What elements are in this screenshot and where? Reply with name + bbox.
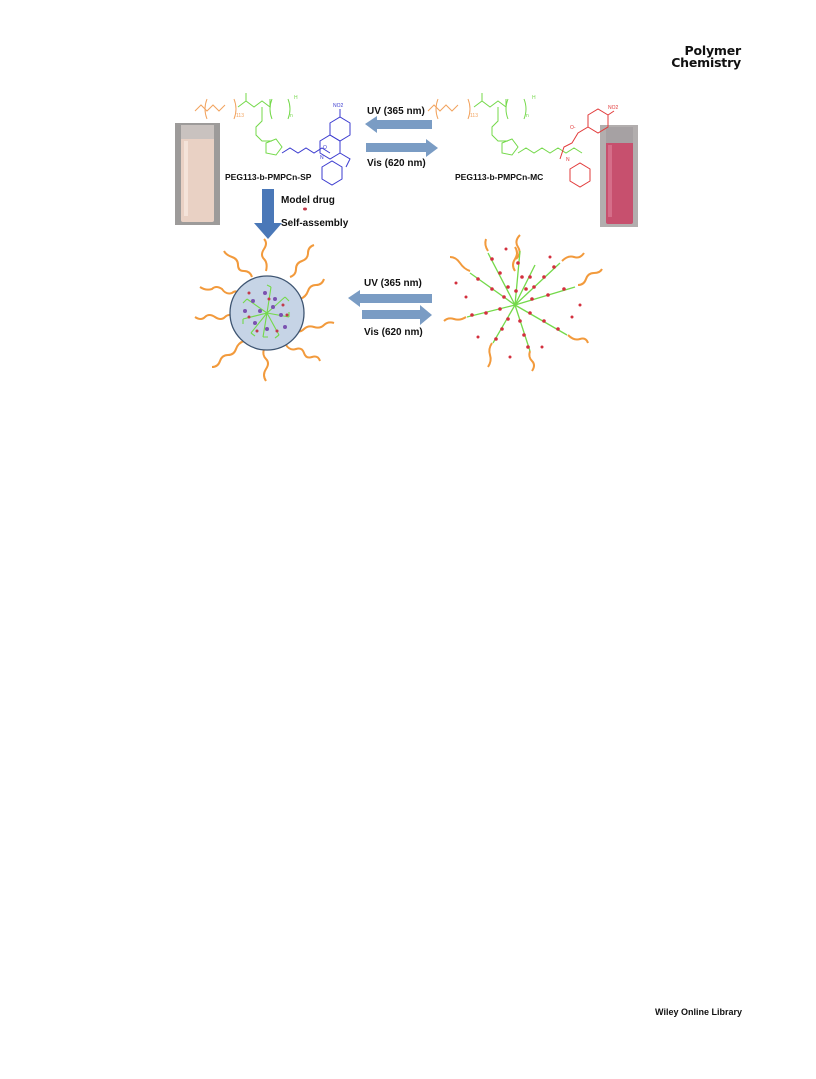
journal-name-line1: Polymer xyxy=(684,43,742,58)
peg-subscript: 113 xyxy=(236,113,244,119)
left-cuvette-photo xyxy=(175,123,220,225)
sp-h-label: H xyxy=(294,95,298,101)
sp-polymer-label: PEG113-b-PMPCn-SP xyxy=(225,172,312,182)
mc-n-label: N xyxy=(566,157,570,163)
top-left-arrow xyxy=(365,116,432,133)
sp-structure: 113 n NO2 O N H xyxy=(194,93,351,186)
sp-o-label: O xyxy=(323,145,327,151)
top-uv-label: UV (365 nm) xyxy=(367,106,425,117)
self-assembly-arrow: Model drug Self-assembly xyxy=(254,189,349,239)
sp-n-label: N xyxy=(320,155,324,161)
top-right-arrow xyxy=(366,139,438,157)
backbone-subscript-n-right: n xyxy=(526,113,529,119)
mc-no2-label: NO2 xyxy=(608,105,619,111)
mc-ominus-label: O- xyxy=(570,125,576,131)
journal-name: Polymer Chemistry xyxy=(671,43,742,70)
disassembled-polymers-diagram xyxy=(443,234,603,372)
micelle-diagram xyxy=(194,238,335,382)
top-vis-label: Vis (620 nm) xyxy=(367,158,426,169)
bottom-equilibrium-arrows: UV (365 nm) Vis (620 nm) xyxy=(348,278,432,338)
figure-canvas: 113 n NO2 O N H 113 n H NO2 xyxy=(175,93,638,382)
publisher-footer: Wiley Online Library xyxy=(655,1007,742,1017)
mc-polymer-label: PEG113-b-PMPCn-MC xyxy=(455,172,543,182)
mc-structure: 113 n H NO2 O- N xyxy=(427,93,619,188)
peg-subscript-right: 113 xyxy=(470,113,478,119)
backbone-subscript-n: n xyxy=(290,113,293,119)
graphical-abstract-figure: 113 n NO2 O N H 113 n H NO2 xyxy=(170,85,640,387)
bottom-right-arrow xyxy=(362,305,432,325)
bottom-left-arrow xyxy=(348,290,432,307)
top-equilibrium-arrows: UV (365 nm) Vis (620 nm) xyxy=(365,106,438,169)
journal-name-line2: Chemistry xyxy=(671,55,741,70)
model-drug-label: Model drug xyxy=(281,195,335,206)
sp-no2-label: NO2 xyxy=(333,103,344,109)
self-assembly-label: Self-assembly xyxy=(281,218,349,229)
right-cuvette-photo xyxy=(600,125,638,227)
drug-dot-icon xyxy=(303,207,307,211)
bottom-vis-label: Vis (620 nm) xyxy=(364,327,423,338)
mc-h-label: H xyxy=(532,95,536,101)
bottom-uv-label: UV (365 nm) xyxy=(364,278,422,289)
